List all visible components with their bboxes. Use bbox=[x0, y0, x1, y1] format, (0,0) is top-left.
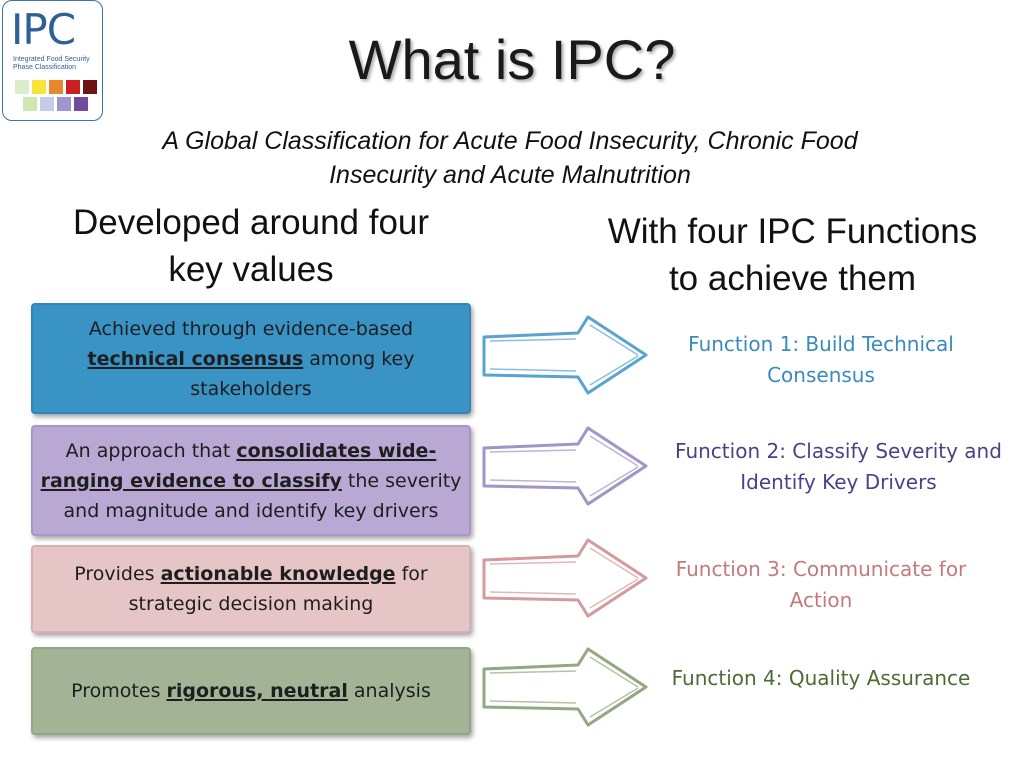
right-arrow-icon bbox=[482, 647, 648, 727]
value-text: Achieved through evidence-based technical… bbox=[39, 314, 463, 404]
phase-square bbox=[66, 80, 80, 94]
subtitle-line-2: Insecurity and Acute Malnutrition bbox=[329, 161, 691, 189]
value-text-post: analysis bbox=[347, 680, 431, 702]
value-text-post: among key stakeholders bbox=[190, 347, 415, 400]
value-text-bold: technical consensus bbox=[87, 347, 304, 370]
value-text-post: the severity and magnitude and identify … bbox=[63, 469, 462, 522]
function-line-1: Function 2: Classify Severity and bbox=[675, 439, 1002, 463]
phase-square bbox=[32, 80, 46, 94]
value-box-rigorous-analysis: Promotes rigorous, neutral analysis bbox=[31, 647, 471, 735]
right-arrow-icon bbox=[482, 426, 648, 506]
right-arrow-icon bbox=[482, 538, 648, 618]
ipc-logo: IPC Integrated Food Security Phase Class… bbox=[2, 0, 103, 121]
function-line-1: Function 4: Quality Assurance bbox=[671, 666, 971, 690]
function-3-label: Function 3: Communicate for Action bbox=[666, 554, 976, 616]
function-line-2: Action bbox=[789, 588, 853, 612]
value-text-bold: consolidates wide-ranging evidence to cl… bbox=[40, 439, 437, 492]
slide-title: What is IPC? bbox=[348, 28, 676, 91]
values-heading-line-1: Developed around four bbox=[72, 203, 430, 242]
function-4-label: Function 4: Quality Assurance bbox=[656, 663, 986, 694]
phase-square bbox=[49, 80, 63, 94]
value-text-bold: rigorous, neutral bbox=[166, 680, 348, 702]
value-box-actionable-knowledge: Provides actionable knowledge for strate… bbox=[31, 545, 471, 633]
functions-heading-line-2: to achieve them bbox=[668, 259, 917, 298]
value-box-technical-consensus: Achieved through evidence-based technical… bbox=[31, 303, 471, 414]
value-text-bold: actionable knowledge bbox=[160, 563, 396, 585]
logo-phase-colors-row1 bbox=[15, 80, 97, 94]
logo-subtitle: Integrated Food Security Phase Classific… bbox=[13, 56, 90, 71]
function-line-2: Consensus bbox=[767, 363, 875, 387]
function-line-1: Function 1: Build Technical bbox=[688, 332, 954, 356]
value-text-pre: Provides bbox=[74, 563, 161, 585]
value-text: Promotes rigorous, neutral analysis bbox=[71, 676, 431, 706]
value-text-pre: An approach that bbox=[65, 439, 237, 462]
subtitle-line-1: A Global Classification for Acute Food I… bbox=[162, 127, 858, 155]
logo-phase-colors-row2 bbox=[23, 97, 88, 111]
phase-square bbox=[74, 97, 88, 111]
function-2-label: Function 2: Classify Severity and Identi… bbox=[666, 436, 1011, 498]
value-text: An approach that consolidates wide-rangi… bbox=[39, 436, 463, 526]
phase-square bbox=[83, 80, 97, 94]
functions-heading: With four IPC Functions to achieve them bbox=[575, 208, 1010, 302]
value-text: Provides actionable knowledge for strate… bbox=[39, 559, 463, 619]
values-heading-line-2: key values bbox=[168, 250, 334, 289]
phase-square bbox=[40, 97, 54, 111]
right-arrow-icon bbox=[482, 315, 648, 395]
function-line-1: Function 3: Communicate for bbox=[675, 557, 967, 581]
value-text-pre: Achieved through evidence-based bbox=[88, 317, 414, 340]
value-text-post: for strategic decision making bbox=[128, 563, 428, 615]
phase-square bbox=[23, 97, 37, 111]
phase-square bbox=[15, 80, 29, 94]
function-line-2: Identify Key Drivers bbox=[740, 470, 937, 494]
function-1-label: Function 1: Build Technical Consensus bbox=[666, 329, 976, 391]
logo-text: IPC bbox=[11, 5, 76, 54]
value-text-pre: Promotes bbox=[71, 680, 167, 702]
value-box-classify-evidence: An approach that consolidates wide-rangi… bbox=[31, 425, 471, 536]
phase-square bbox=[57, 97, 71, 111]
values-heading: Developed around four key values bbox=[30, 199, 472, 293]
slide-subtitle: A Global Classification for Acute Food I… bbox=[100, 124, 920, 192]
functions-heading-line-1: With four IPC Functions bbox=[607, 212, 978, 251]
